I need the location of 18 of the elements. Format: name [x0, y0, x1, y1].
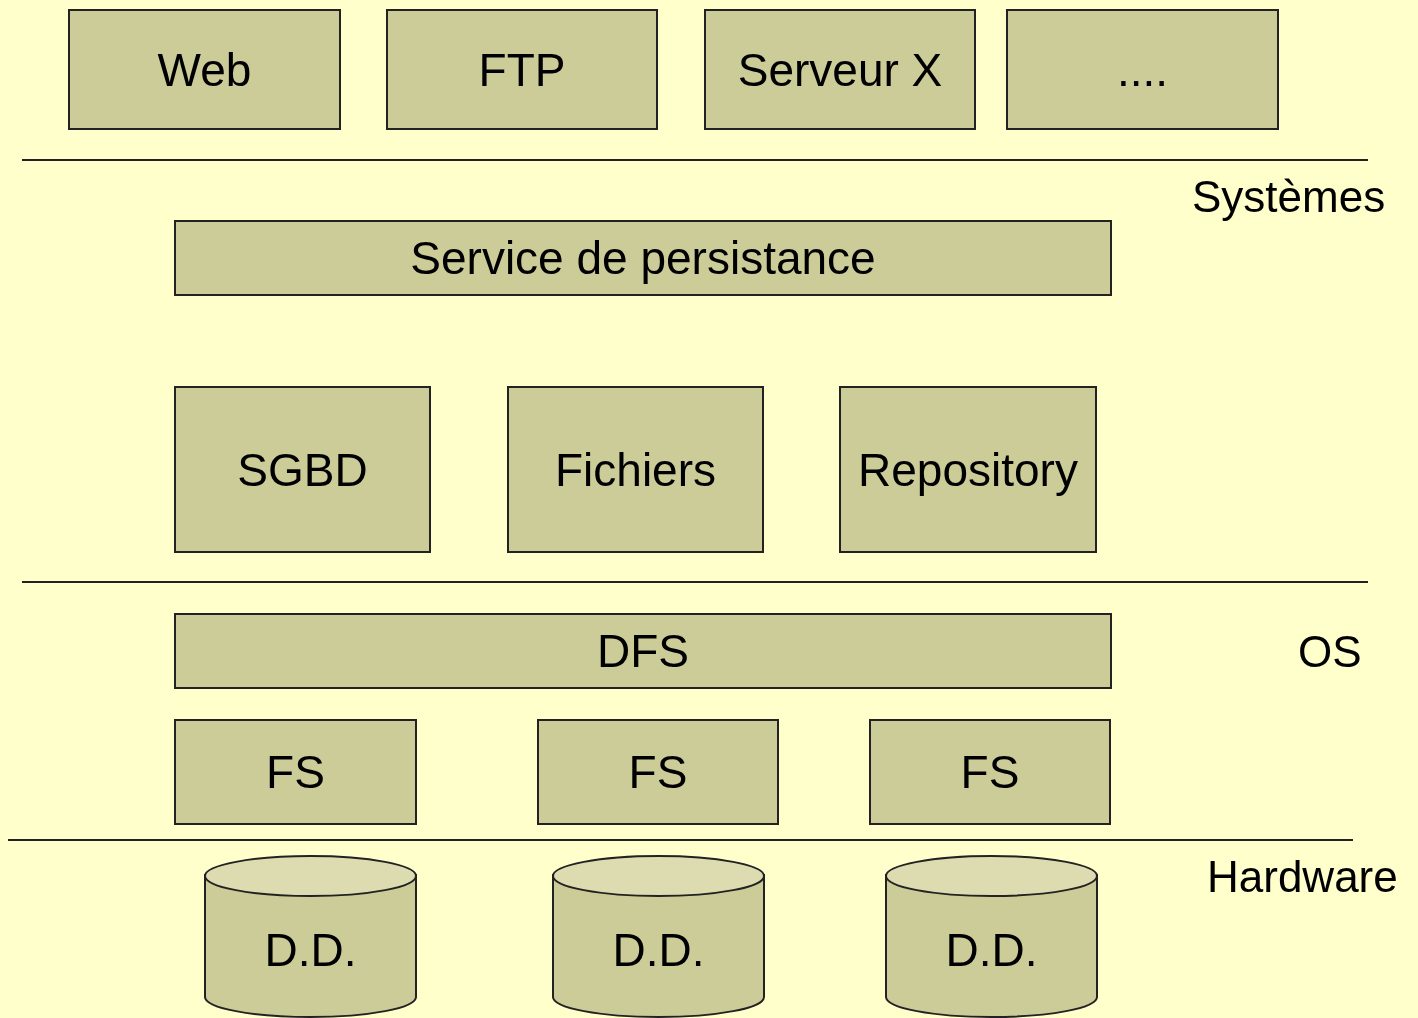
layer-label: Hardware	[1207, 852, 1398, 902]
layer-box: Fichiers	[507, 386, 764, 553]
disk-label: D.D.	[263, 922, 358, 977]
layer-box: FS	[537, 719, 779, 825]
disk-label: D.D.	[944, 922, 1039, 977]
layer-box: SGBD	[174, 386, 431, 553]
layer-box: FS	[869, 719, 1111, 825]
layer-box: FS	[174, 719, 417, 825]
layer-label: OS	[1298, 627, 1362, 677]
layer-box: FTP	[386, 9, 658, 130]
layer-label: Systèmes	[1192, 172, 1386, 222]
layer-box: Service de persistance	[174, 220, 1112, 296]
layer-box: Repository	[839, 386, 1097, 553]
layer-box: Web	[68, 9, 341, 130]
layer-box: ....	[1006, 9, 1279, 130]
layer-box: Serveur X	[704, 9, 976, 130]
disk-label: D.D.	[611, 922, 706, 977]
layer-box: DFS	[174, 613, 1112, 689]
